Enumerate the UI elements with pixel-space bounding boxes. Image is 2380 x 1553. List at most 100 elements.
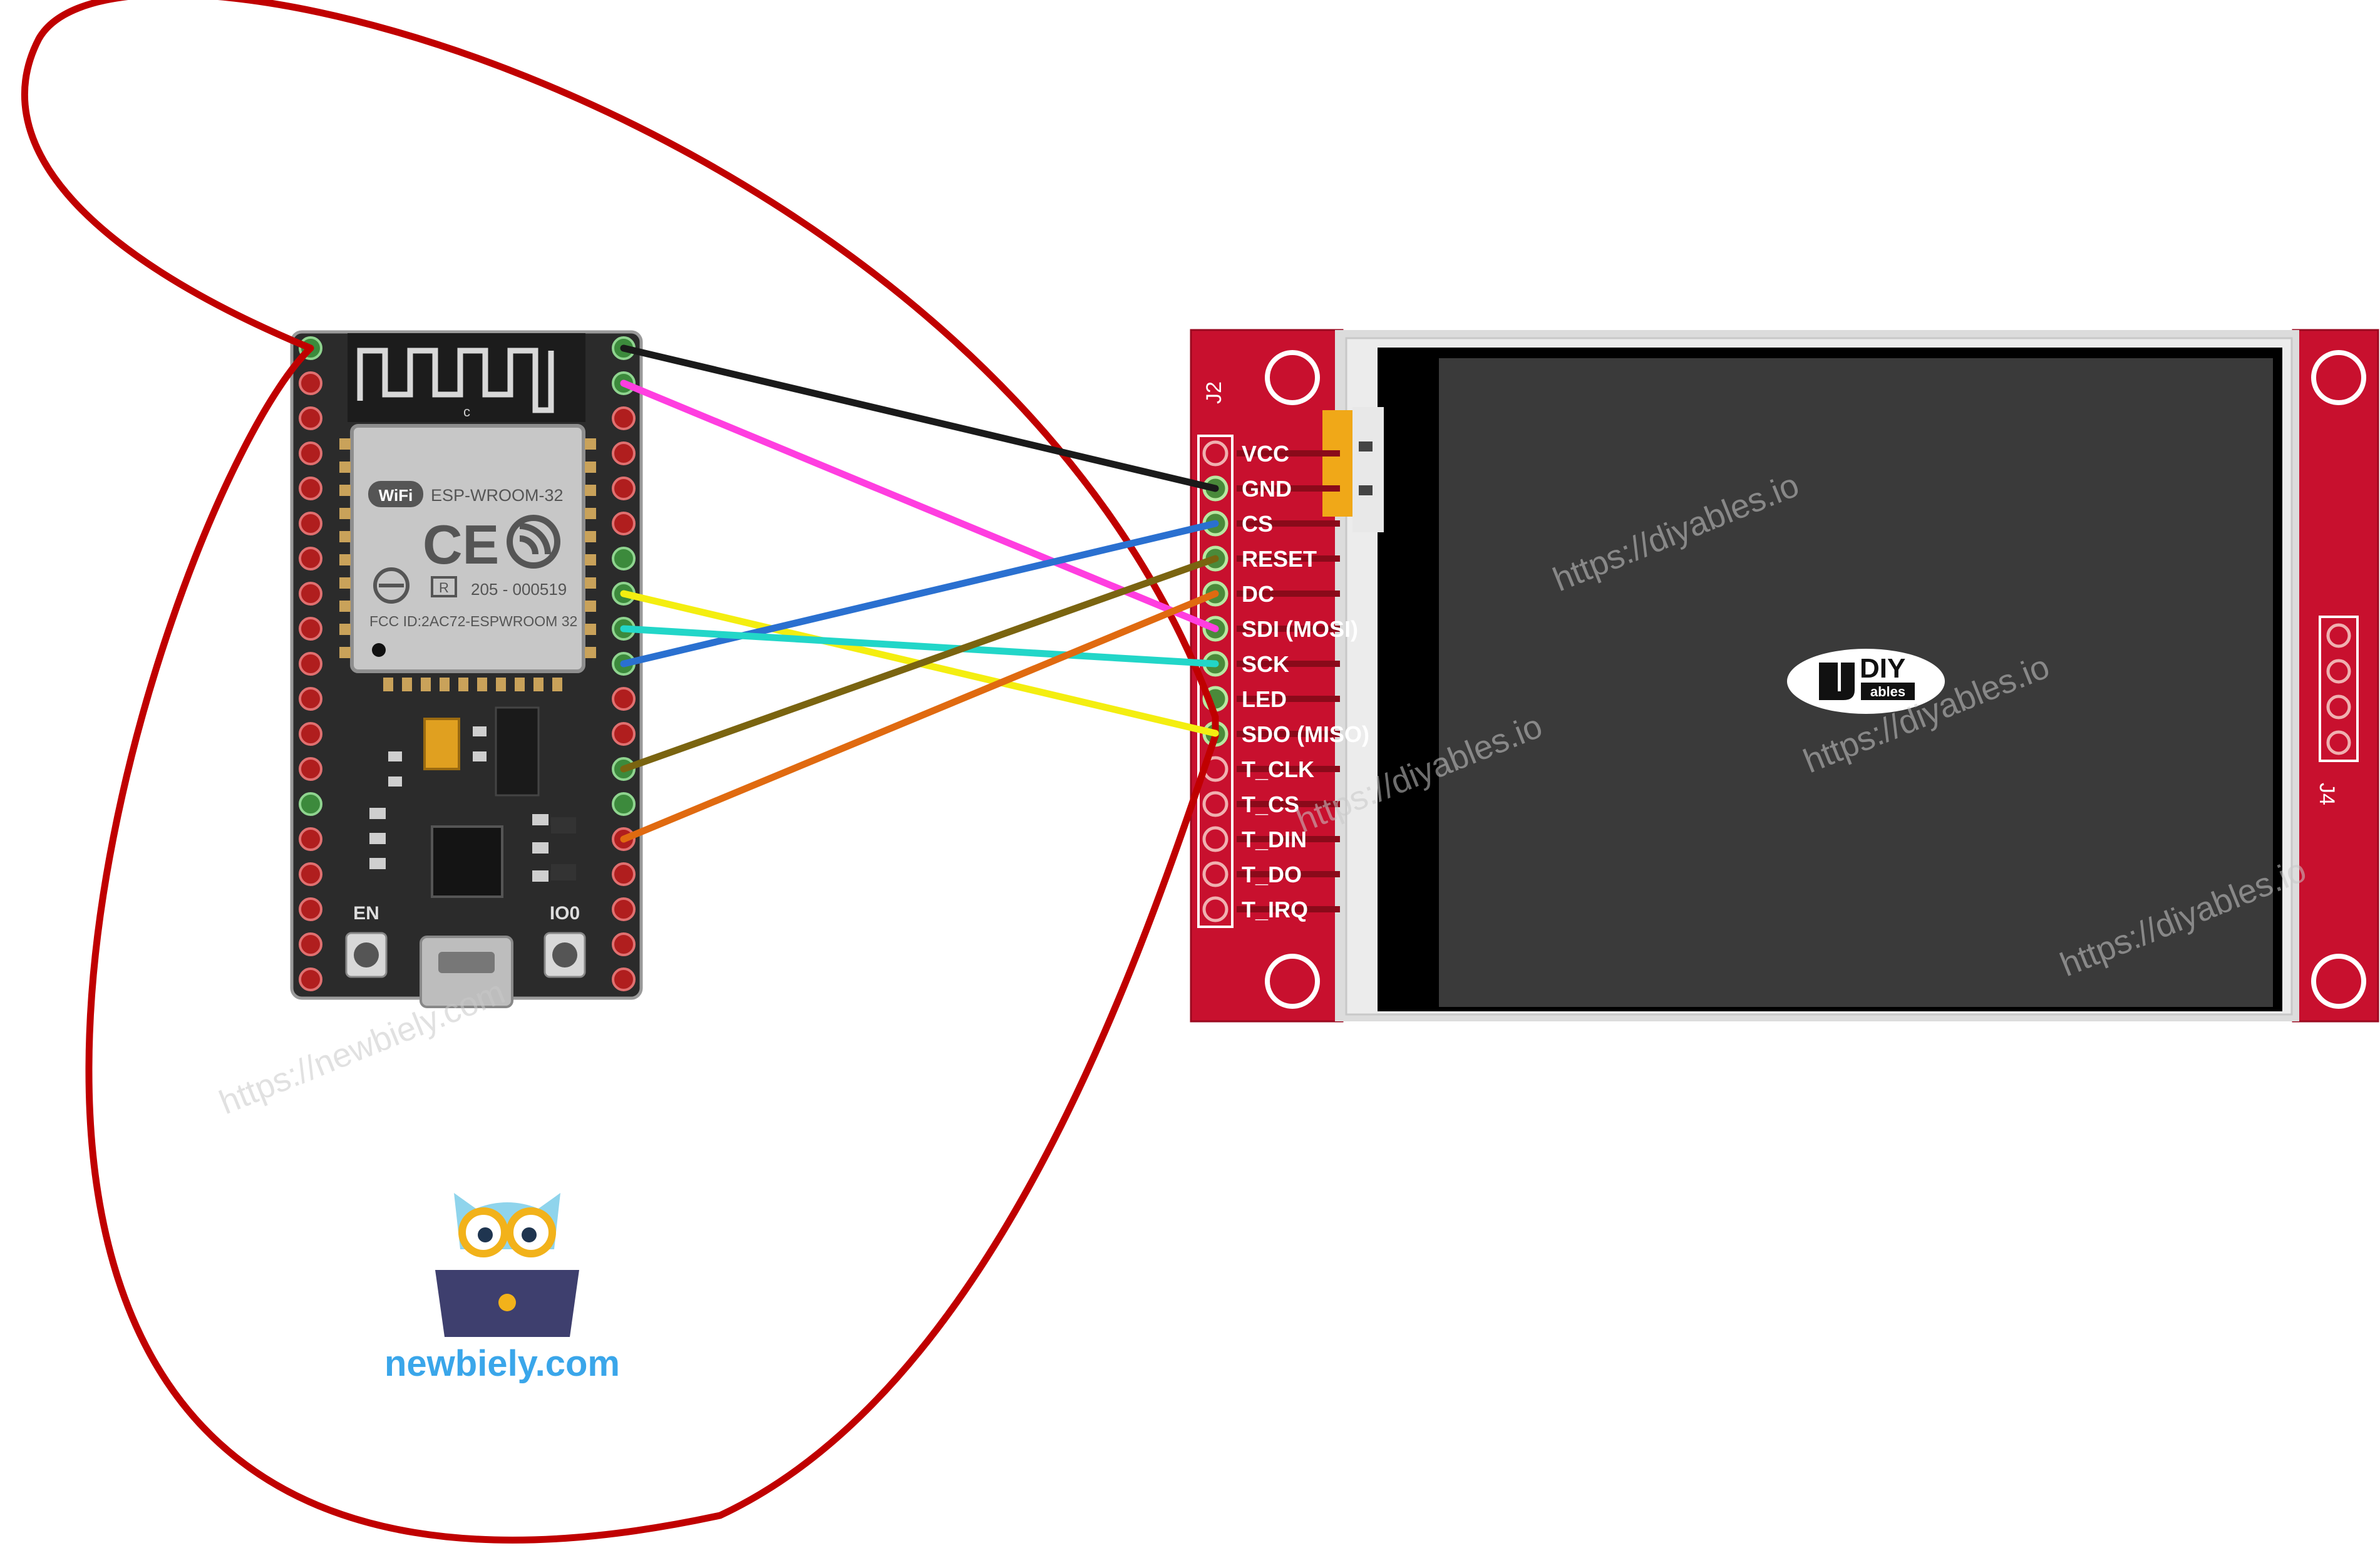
esp32-pin-right xyxy=(612,792,636,816)
j4-pin xyxy=(2326,730,2351,755)
mount-holes xyxy=(1265,350,2366,1009)
esp32-pin-right xyxy=(612,547,636,570)
j2-pin-label: RESET xyxy=(1242,546,1317,572)
esp32-pin-left xyxy=(299,862,322,886)
wire-gnd xyxy=(620,344,1219,492)
wireless-icon xyxy=(507,515,560,569)
module-pad xyxy=(552,678,562,691)
pin-traces xyxy=(1237,450,1340,912)
en-button[interactable] xyxy=(345,932,388,978)
j2-pin-label: T_DIN xyxy=(1242,827,1307,852)
ce-mark-icon: CE xyxy=(423,513,499,575)
newbiely-site: newbiely.com xyxy=(384,1343,620,1384)
module-pad xyxy=(585,601,596,612)
wifi-badge-text: WiFi xyxy=(379,486,413,505)
esp32-pin-right xyxy=(612,512,636,535)
j4-pin xyxy=(2326,659,2351,684)
connector-j4-label: J4 xyxy=(2315,783,2339,805)
j2-pin-label: VCC xyxy=(1242,441,1289,467)
j2-pin-label: SDI (MOSI) xyxy=(1242,616,1358,642)
wire-vcc xyxy=(21,0,1219,1544)
esp32-pin-right xyxy=(612,687,636,711)
esp32-pin-left xyxy=(299,617,322,641)
mcu-chip xyxy=(431,825,503,898)
esp32-pin-left xyxy=(299,932,322,956)
button-en-label: EN xyxy=(353,903,379,924)
diyables-logo: DIY ables xyxy=(1787,649,1945,714)
small-components xyxy=(369,726,576,882)
esp32-pin-right xyxy=(612,477,636,500)
wire-dc xyxy=(620,590,1219,843)
j2-pin-label: SCK xyxy=(1242,651,1289,677)
module-pad xyxy=(585,531,596,542)
esp32-pin-left xyxy=(299,687,322,711)
fpc-bracket xyxy=(1352,407,1384,532)
j2-pin-label: DC xyxy=(1242,581,1274,607)
esp32-pin-left xyxy=(299,652,322,676)
r-mark-box xyxy=(431,576,457,597)
module-pad xyxy=(339,485,351,496)
esp32-pin-right xyxy=(612,897,636,921)
c-mark: c xyxy=(463,404,470,420)
j2-pin-label: T_IRQ xyxy=(1242,897,1308,922)
wire-cs xyxy=(620,520,1219,668)
esp32-pin-right xyxy=(612,862,636,886)
module-pad xyxy=(339,624,351,635)
module-pad xyxy=(515,678,525,691)
module-pad xyxy=(585,462,596,473)
telec-icon xyxy=(373,567,410,604)
j2-pin xyxy=(1202,440,1229,467)
j4-header-outline xyxy=(2319,616,2359,762)
esp32-pin-left xyxy=(299,792,322,816)
module-pad xyxy=(458,678,468,691)
wire-reset xyxy=(620,555,1219,773)
module-pad xyxy=(339,531,351,542)
module-pad xyxy=(402,678,412,691)
module-pad xyxy=(440,678,450,691)
module-pad xyxy=(339,577,351,589)
connector-j2-label: J2 xyxy=(1202,381,1226,404)
wifi-badge: WiFi xyxy=(368,481,423,507)
pin1-dot xyxy=(372,643,386,657)
module-pad xyxy=(421,678,431,691)
module-pad xyxy=(383,678,393,691)
module-pad xyxy=(339,601,351,612)
esp32-pin-left xyxy=(299,827,322,851)
io0-button[interactable] xyxy=(543,932,586,978)
j4-pin xyxy=(2326,623,2351,648)
module-pad xyxy=(585,577,596,589)
esp32-pin-left xyxy=(299,547,322,570)
esp32-board: c WiFi ESP-WROOM-32 CE R 205 - 000519 FC… xyxy=(290,330,643,1008)
module-pad xyxy=(585,508,596,519)
module-pad xyxy=(585,647,596,658)
esp32-pin-left xyxy=(299,757,322,781)
j2-pin-label: GND xyxy=(1242,476,1292,502)
module-pad xyxy=(533,678,543,691)
esp32-pin-left xyxy=(299,967,322,991)
j2-pin xyxy=(1202,791,1229,817)
module-pad xyxy=(585,485,596,496)
esp32-pin-left xyxy=(299,406,322,430)
wire-mosi xyxy=(620,379,1219,632)
owl-mascot-icon xyxy=(435,1193,579,1337)
fpc-slot-1 xyxy=(1359,441,1373,451)
module-pad xyxy=(339,508,351,519)
esp32-pin-left xyxy=(299,722,322,746)
esp32-pin-right xyxy=(612,967,636,991)
esp32-pin-left xyxy=(299,371,322,395)
antenna-trace xyxy=(357,348,554,413)
fpc-slot-2 xyxy=(1359,485,1373,495)
j2-pin-label: T_DO xyxy=(1242,862,1302,887)
module-pad xyxy=(339,647,351,658)
esp32-pin-left xyxy=(299,582,322,606)
j2-pin xyxy=(1202,826,1229,852)
j4-pin xyxy=(2326,694,2351,720)
module-pad xyxy=(585,554,596,565)
esp32-pin-right xyxy=(612,722,636,746)
j2-pin-label: CS xyxy=(1242,511,1273,537)
esp32-pin-left xyxy=(299,512,322,535)
module-pad xyxy=(585,624,596,635)
